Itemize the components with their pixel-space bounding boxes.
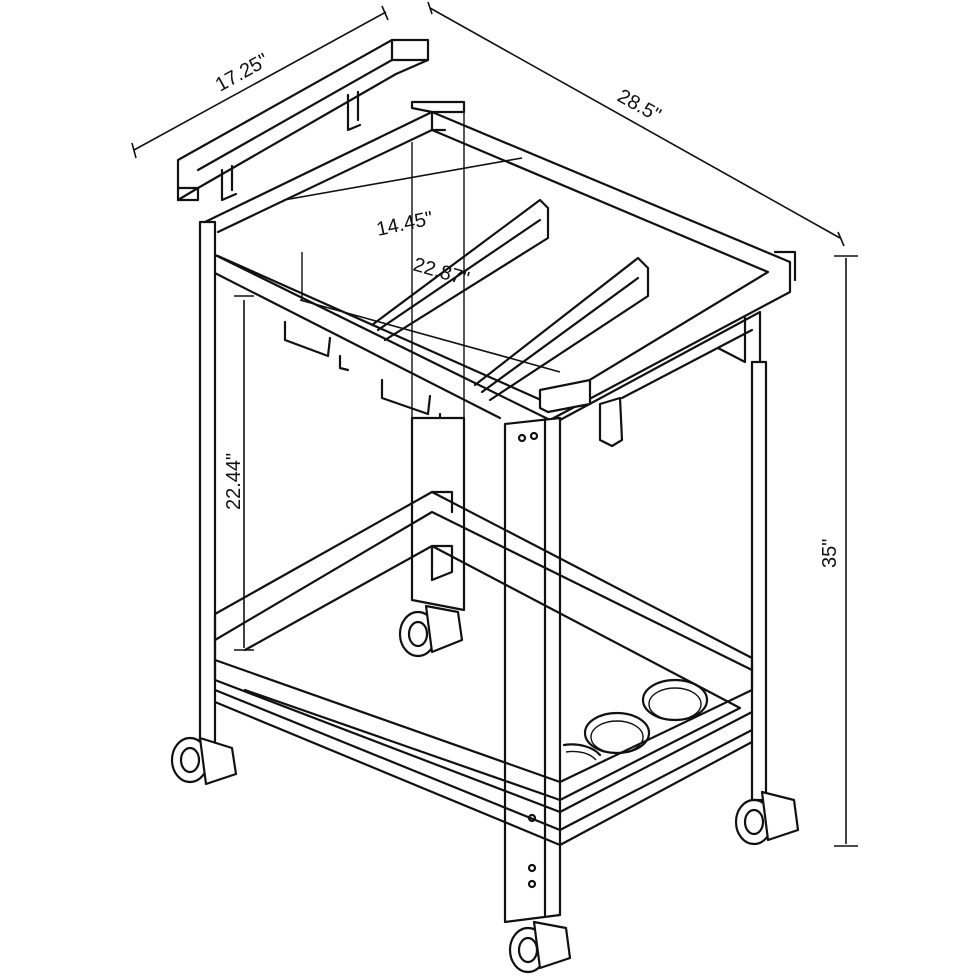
bottle-rings [562,678,709,761]
label-inner-length: 22.87" [411,254,472,291]
caster-rear [398,604,464,658]
caster-front [508,920,572,974]
label-inner-width: 14.45" [374,207,434,240]
wine-rack-rails [370,198,650,402]
casters [170,604,800,974]
label-length-top: 28.5" [614,85,665,127]
label-shelf-clearance: 22.44" [223,453,245,510]
cart-handle [176,38,430,202]
bottom-shelf [213,490,754,847]
caster-back-left [170,736,238,786]
dimension-lines [131,1,858,847]
caster-right [734,790,800,846]
label-height-total: 35" [819,539,841,568]
label-width-handle: 17.25" [212,49,273,96]
stemware-holders [283,320,450,432]
top-tray [203,100,797,470]
